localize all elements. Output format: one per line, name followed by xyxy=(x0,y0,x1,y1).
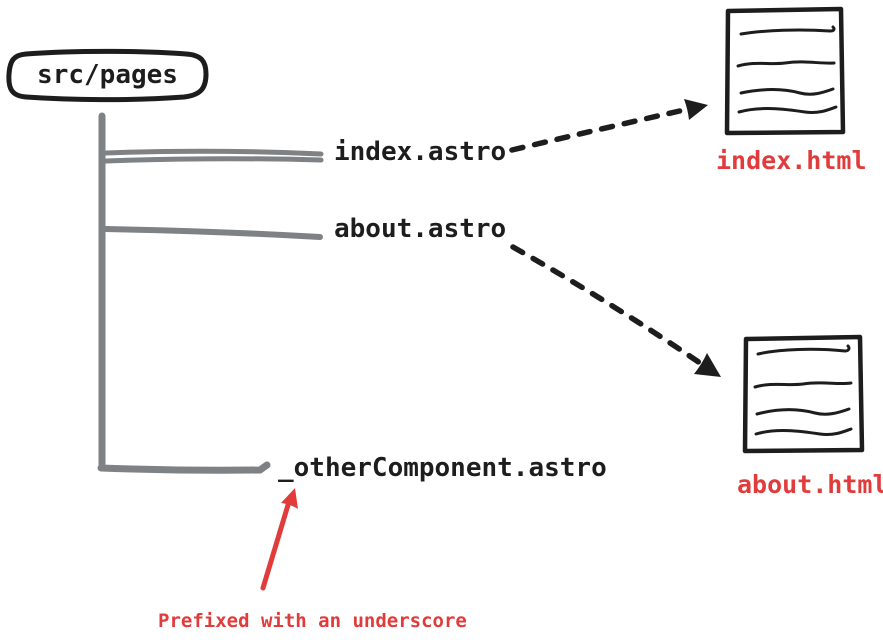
tree-branch-index-line-2 xyxy=(103,156,324,164)
dashed-arrow-right-icon xyxy=(509,99,708,153)
output-label-index-html: index.html xyxy=(716,146,867,175)
tree-branch-index-line xyxy=(103,148,324,157)
tree-branch-about-line xyxy=(102,226,323,240)
folder-box-outline xyxy=(6,48,209,103)
file-label-othercomponent-astro: _otherComponent.astro xyxy=(278,453,607,483)
file-label-index-astro: index.astro xyxy=(334,137,507,167)
annotation-text: Prefixed with an underscore xyxy=(158,610,467,632)
file-label-about-astro: about.astro xyxy=(334,214,507,244)
document-page-icon xyxy=(742,334,865,454)
red-up-arrow-icon xyxy=(260,488,298,591)
dashed-arrow-down-right-icon xyxy=(510,244,721,377)
output-label-about-html: about.html xyxy=(737,470,883,499)
tree-branch-other-line xyxy=(97,461,271,474)
document-page-icon xyxy=(724,6,846,136)
folder-label: src/pages xyxy=(37,60,178,91)
